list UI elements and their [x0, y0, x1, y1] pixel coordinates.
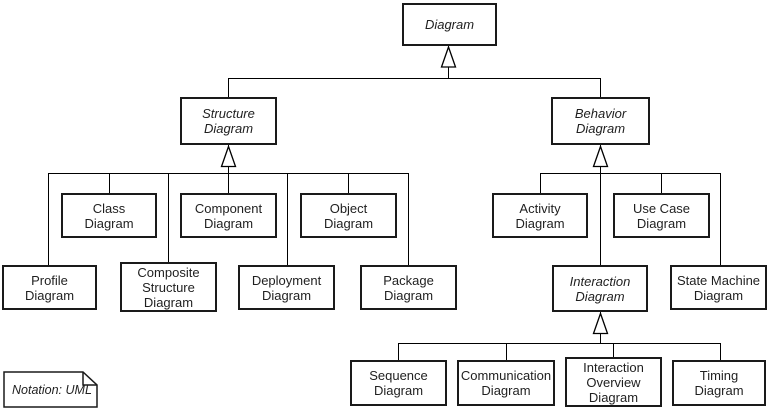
- generalization-arrowhead-interaction: [592, 311, 609, 335]
- edge-interaction-to-children: [398, 312, 721, 360]
- node-use-case-diagram-label: Use Case Diagram: [632, 200, 691, 231]
- node-structure-diagram: Structure Diagram: [180, 97, 277, 145]
- generalization-arrowhead-diagram: [440, 45, 457, 68]
- node-deployment-diagram-label: Deployment Diagram: [251, 272, 322, 303]
- node-composite-structure-diagram-label: Composite Structure Diagram: [137, 264, 200, 310]
- node-package-diagram-label: Package Diagram: [383, 272, 434, 303]
- node-activity-diagram: Activity Diagram: [492, 193, 588, 238]
- node-profile-diagram-label: Profile Diagram: [24, 272, 75, 303]
- node-communication-diagram-label: Communication Diagram: [460, 368, 552, 398]
- node-interaction-diagram-label: Interaction Diagram: [569, 273, 631, 304]
- node-behavior-diagram-label: Behavior Diagram: [574, 106, 627, 136]
- node-component-diagram: Component Diagram: [180, 193, 277, 238]
- node-object-diagram: Object Diagram: [300, 193, 397, 238]
- node-structure-diagram-label: Structure Diagram: [202, 106, 255, 136]
- node-interaction-diagram: Interaction Diagram: [552, 265, 648, 312]
- node-timing-diagram-label: Timing Diagram: [694, 368, 744, 398]
- note-folded-corner-icon: [82, 372, 97, 386]
- node-composite-structure-diagram: Composite Structure Diagram: [120, 262, 217, 312]
- node-sequence-diagram: Sequence Diagram: [350, 360, 447, 406]
- edge-diagram-to-children: [228, 46, 601, 97]
- node-interaction-overview-diagram: Interaction Overview Diagram: [565, 357, 662, 407]
- node-class-diagram-label: Class Diagram: [84, 200, 134, 231]
- node-object-diagram-label: Object Diagram: [323, 200, 374, 231]
- note-label: Notation: UML: [12, 382, 92, 397]
- node-timing-diagram: Timing Diagram: [672, 360, 766, 406]
- node-behavior-diagram: Behavior Diagram: [551, 97, 650, 145]
- node-communication-diagram: Communication Diagram: [457, 360, 555, 406]
- node-diagram: Diagram: [402, 3, 497, 46]
- node-activity-diagram-label: Activity Diagram: [515, 200, 565, 231]
- node-use-case-diagram: Use Case Diagram: [613, 193, 710, 238]
- node-state-machine-diagram: State Machine Diagram: [670, 265, 767, 310]
- node-interaction-overview-diagram-label: Interaction Overview Diagram: [583, 359, 644, 405]
- uml-note: Notation: UML: [3, 371, 98, 408]
- node-component-diagram-label: Component Diagram: [194, 200, 263, 231]
- generalization-arrowhead-behavior: [592, 144, 609, 168]
- node-profile-diagram: Profile Diagram: [2, 265, 97, 310]
- generalization-arrowhead-structure: [220, 144, 237, 168]
- node-class-diagram: Class Diagram: [61, 193, 157, 238]
- node-package-diagram: Package Diagram: [360, 265, 457, 310]
- node-deployment-diagram: Deployment Diagram: [238, 265, 335, 310]
- note-shape: [3, 371, 98, 408]
- node-state-machine-diagram-label: State Machine Diagram: [676, 272, 761, 303]
- node-diagram-label: Diagram: [424, 17, 475, 32]
- node-sequence-diagram-label: Sequence Diagram: [369, 368, 428, 398]
